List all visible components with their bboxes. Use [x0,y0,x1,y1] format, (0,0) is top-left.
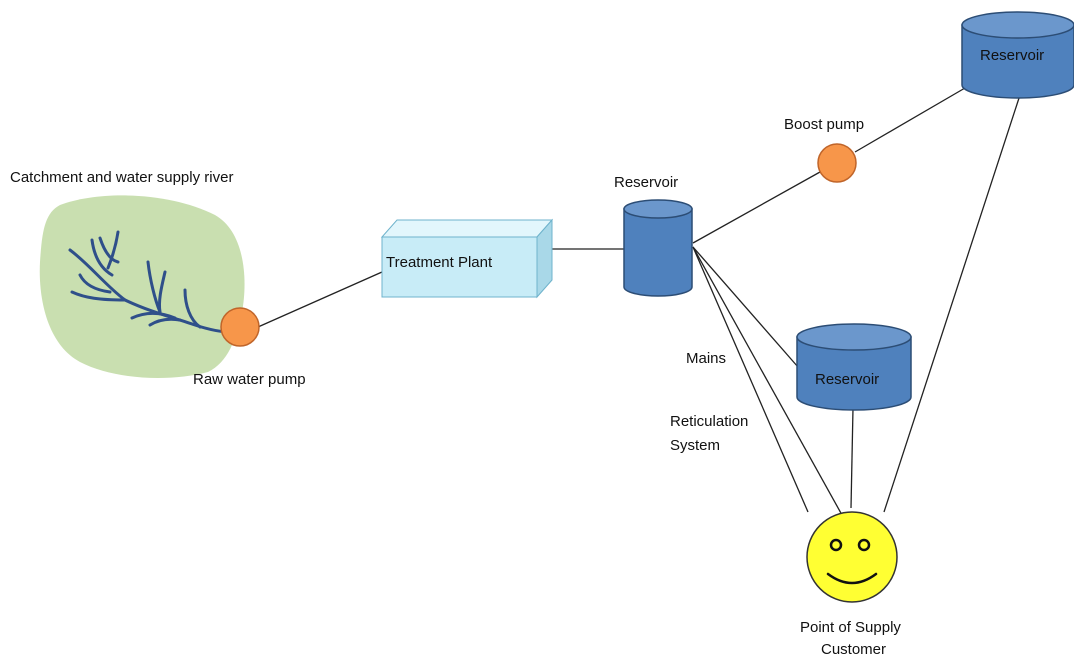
connector-raw-pump-to-plant [257,271,383,328]
reservoir-middle [796,323,912,411]
connector-mains [692,246,843,516]
reticulation-label-line2: System [670,437,720,454]
boost-pump-label: Boost pump [784,116,864,133]
customer-label-line2: Customer [821,641,886,656]
connector-top-reservoir-to-customer [883,94,1021,513]
reservoir-center-label: Reservoir [614,174,678,191]
raw-water-pump [220,307,260,347]
customer-label-line1: Point of Supply [800,619,901,636]
treatment-plant-label: Treatment Plant [386,254,493,271]
connector-mid-reservoir-to-customer [850,407,854,509]
connector-reticulation [692,246,809,513]
catchment-area [39,195,245,378]
connector-reservoir-to-boost-pump [692,171,821,244]
connectors [257,87,1021,516]
catchment-shape [39,195,245,378]
reticulation-label-line1: Reticulation [670,413,748,430]
reservoir-top [961,11,1074,99]
catchment-label: Catchment and water supply river [10,169,233,186]
river-network [68,230,240,334]
reservoir-center [623,199,693,297]
reservoir-middle-label: Reservoir [815,371,879,388]
reservoir-top-label: Reservoir [980,47,1044,64]
mains-label: Mains [686,350,726,367]
customer-smiley-icon [806,511,898,603]
raw-water-pump-label: Raw water pump [193,371,306,388]
connector-reservoir-to-mid-reservoir [692,246,799,368]
treatment-plant [380,218,554,299]
boost-pump [817,143,857,183]
connector-boost-pump-to-top-reservoir [854,87,966,153]
